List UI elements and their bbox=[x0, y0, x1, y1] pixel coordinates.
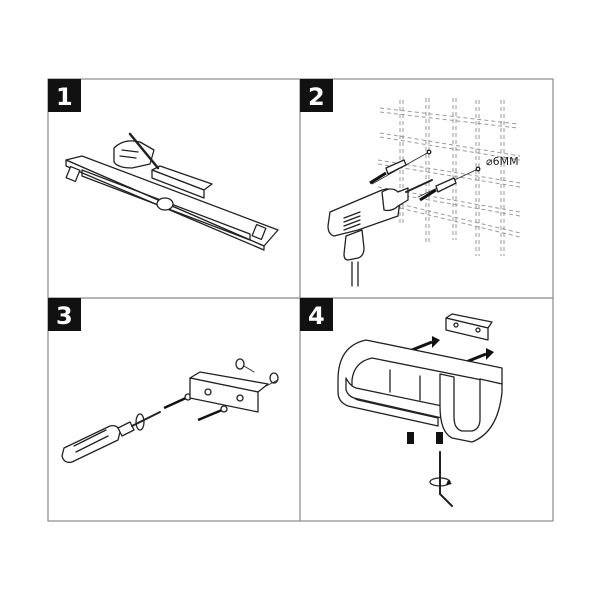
spirit-level-illustration bbox=[65, 155, 279, 251]
wall-bracket-illustration bbox=[445, 313, 493, 341]
step-1-panel: 1 bbox=[48, 79, 279, 251]
step-4-number: 4 bbox=[308, 302, 325, 330]
step-2-number: 2 bbox=[308, 83, 325, 111]
allen-key-icon bbox=[429, 451, 453, 507]
step-4-badge bbox=[300, 298, 333, 331]
step-2-badge bbox=[300, 79, 333, 112]
screwdriver-icon bbox=[61, 411, 161, 464]
step-1-number: 1 bbox=[56, 83, 73, 111]
set-screws-illustration bbox=[407, 432, 443, 444]
electric-drill-icon bbox=[327, 179, 433, 287]
step-4-panel: 4 bbox=[300, 298, 503, 507]
step-3-number: 3 bbox=[56, 302, 73, 330]
wall-anchors-illustration bbox=[369, 149, 481, 202]
step-1-badge bbox=[48, 79, 81, 112]
step-2-panel: 2 bbox=[300, 79, 521, 287]
drill-size-label: ⌀6MM bbox=[486, 155, 519, 168]
hand-with-pencil-icon bbox=[113, 132, 160, 170]
toilet-paper-holder-illustration bbox=[337, 339, 503, 443]
step-3-badge bbox=[48, 298, 81, 331]
washers-illustration bbox=[235, 358, 279, 387]
wall-grid-dashed bbox=[377, 98, 521, 256]
wall-bracket-illustration bbox=[189, 371, 269, 413]
step-3-panel: 3 bbox=[48, 298, 279, 464]
